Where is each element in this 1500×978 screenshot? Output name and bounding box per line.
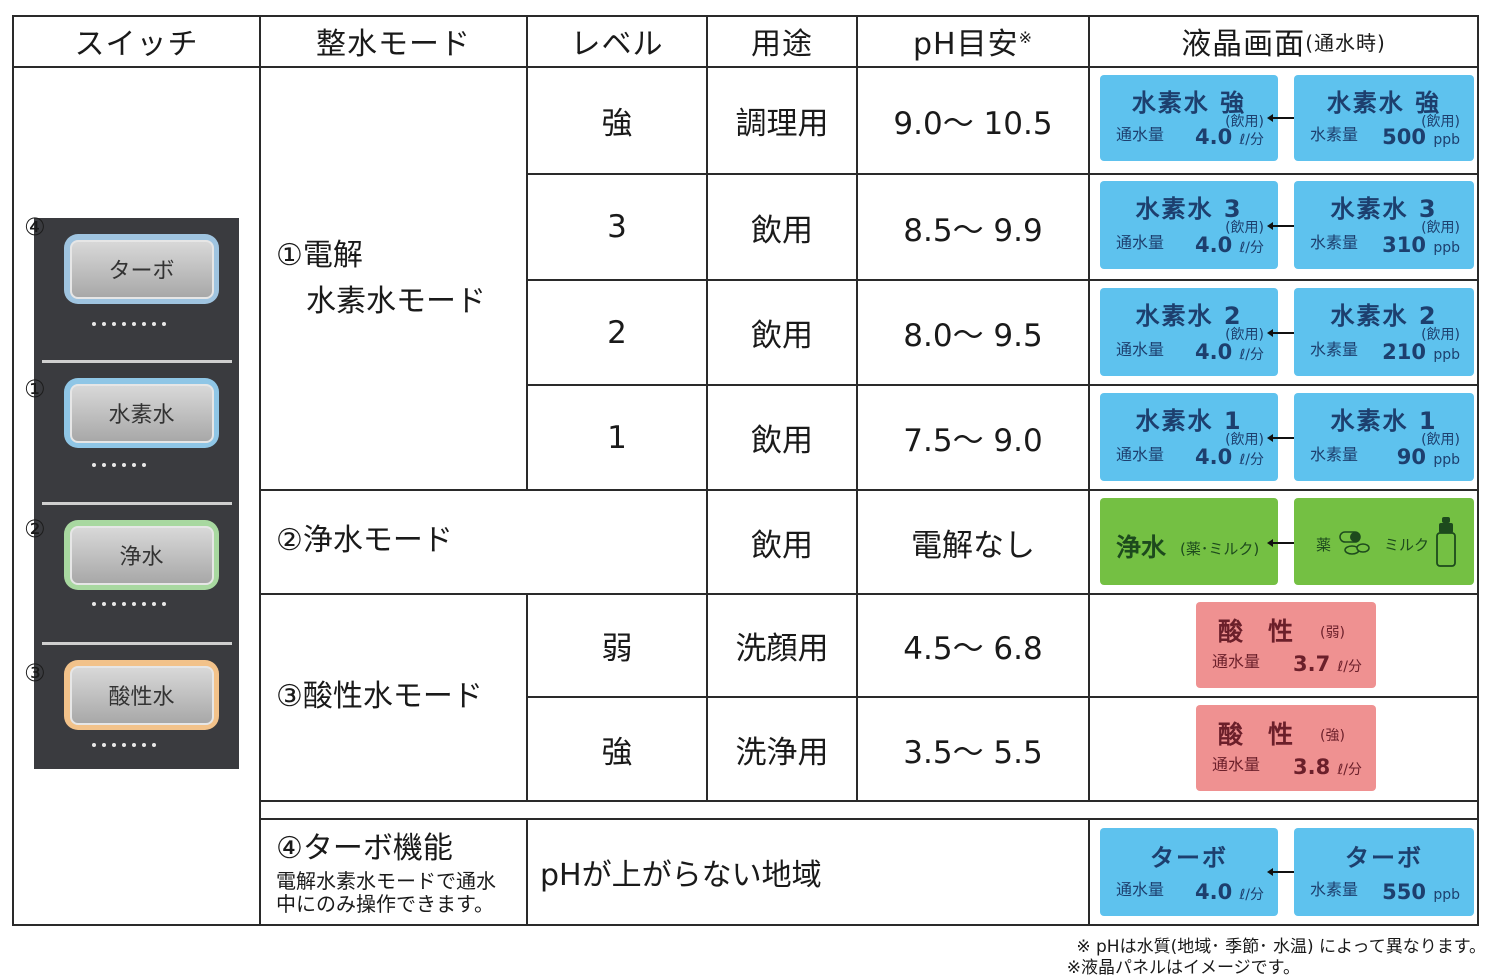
pill-icon xyxy=(1339,531,1370,555)
grid-col-2b xyxy=(526,593,528,802)
mode-hydrogen: ①電解 水素水モード xyxy=(276,233,486,325)
turbo-switch[interactable]: ターボ xyxy=(64,234,219,304)
acidic-water-switch-label: 酸性水 xyxy=(69,665,214,725)
grid-row-5 xyxy=(259,593,1479,595)
mode-purified: ②浄水モード xyxy=(276,523,453,558)
switch-num-acidic: ③ xyxy=(24,659,46,687)
switch-panel: ターボ 水素水 浄水 酸性水 xyxy=(34,218,239,769)
use-cell: 飲用 xyxy=(751,423,813,459)
mode-acidic: ③酸性水モード xyxy=(276,679,483,714)
footnote-lcd: ※液晶パネルはイメージです。 xyxy=(1066,958,1300,978)
braille-acidic xyxy=(92,743,156,761)
level-cell: 弱 xyxy=(601,631,633,667)
use-cell: 飲用 xyxy=(751,318,813,354)
lcd-acidic-strong: 酸 性 (強) 通水量 3.8 ℓ/分 xyxy=(1196,705,1376,791)
header-level: レベル xyxy=(570,27,664,62)
ph-cell: 7.5～ 9.0 xyxy=(903,423,1043,459)
mode-hydrogen-line1: ①電解 xyxy=(276,238,363,273)
grid-col-5a xyxy=(1088,15,1090,802)
lcd-acidic-weak: 酸 性 (弱) 通水量 3.7 ℓ/分 xyxy=(1196,602,1376,688)
header-mode: 整水モード xyxy=(316,27,471,62)
grid-col-3a xyxy=(706,15,708,802)
hydrogen-water-switch-label: 水素水 xyxy=(69,383,214,443)
lcd-purified: 浄水 (薬･ミルク) xyxy=(1100,498,1278,585)
switch-num-turbo: ④ xyxy=(24,213,46,241)
grid-row-6 xyxy=(526,696,1479,698)
header-use: 用途 xyxy=(751,27,813,62)
grid-col-1 xyxy=(259,15,261,926)
grid-col-4a xyxy=(856,15,858,802)
grid-col-2c xyxy=(526,818,528,926)
milk-bottle-icon xyxy=(1436,517,1456,567)
level-cell: 2 xyxy=(607,314,627,351)
use-cell: 調理用 xyxy=(735,106,829,142)
grid-header-bottom xyxy=(12,66,1479,68)
ph-cell: 9.0～ 10.5 xyxy=(893,106,1053,142)
switch-num-hydrogen: ① xyxy=(24,375,46,403)
mode-turbo-note-line2: 中にのみ操作できます。 xyxy=(276,892,494,916)
lcd-hydrogen-strong-ppb: 水素水 強 (飲用) 水素量 500 ppb xyxy=(1294,75,1474,161)
grid-col-6 xyxy=(1477,15,1479,926)
lcd-hydrogen-2-flow: 水素水 2 (飲用) 通水量 4.0 ℓ/分 xyxy=(1100,288,1278,376)
ph-cell: 電解なし xyxy=(911,527,1035,564)
ph-cell: 3.5～ 5.5 xyxy=(903,734,1043,771)
turbo-use: pHが上がらない地域 xyxy=(540,858,822,893)
mode-hydrogen-line2: 水素水モード xyxy=(306,284,486,319)
grid-col-2a xyxy=(526,15,528,490)
level-cell: 3 xyxy=(607,209,627,245)
grid-row-1 xyxy=(526,173,1479,175)
mode-turbo-note-line1: 電解水素水モードで通水 xyxy=(276,869,496,893)
panel-divider xyxy=(42,502,232,505)
lcd-turbo-flow: ターボ 通水量 4.0 ℓ/分 xyxy=(1100,828,1278,916)
lcd-hydrogen-3-ppb: 水素水 3 (飲用) 水素量 310 ppb xyxy=(1294,181,1474,269)
acidic-water-switch[interactable]: 酸性水 xyxy=(64,660,219,730)
grid-row-4 xyxy=(259,489,1479,491)
lcd-hydrogen-3-flow: 水素水 3 (飲用) 通水量 4.0 ℓ/分 xyxy=(1100,181,1278,269)
purified-water-switch[interactable]: 浄水 xyxy=(64,520,219,590)
lcd-turbo-ppb: ターボ 水素量 550 ppb xyxy=(1294,828,1474,916)
grid-row-2 xyxy=(526,279,1479,281)
lcd-hydrogen-2-ppb: 水素水 2 (飲用) 水素量 210 ppb xyxy=(1294,288,1474,376)
switch-num-purified: ② xyxy=(24,515,46,543)
braille-purified xyxy=(92,602,166,620)
grid-top xyxy=(12,15,1479,17)
header-lcd: 液晶画面(通水時) xyxy=(1181,27,1386,62)
hydrogen-water-switch[interactable]: 水素水 xyxy=(64,378,219,448)
grid-bottom xyxy=(12,924,1479,926)
mode-turbo-title: ④ターボ機能 xyxy=(276,831,453,866)
lcd-hydrogen-1-flow: 水素水 1 (飲用) 通水量 4.0 ℓ/分 xyxy=(1100,393,1278,481)
ph-cell: 8.5～ 9.9 xyxy=(903,212,1043,249)
grid-row-7 xyxy=(259,800,1479,802)
header-switch: スイッチ xyxy=(74,27,199,62)
level-cell: 強 xyxy=(601,106,633,142)
grid-col-5b xyxy=(1088,818,1090,926)
use-cell: 洗顔用 xyxy=(735,631,829,667)
level-cell: 強 xyxy=(601,734,633,771)
lcd-hydrogen-strong-flow: 水素水 強 (飲用) 通水量 4.0 ℓ/分 xyxy=(1100,75,1278,161)
ph-cell: 4.5～ 6.8 xyxy=(903,631,1043,667)
use-cell: 飲用 xyxy=(751,212,813,249)
purified-water-switch-label: 浄水 xyxy=(69,525,214,585)
braille-hydrogen xyxy=(92,463,146,481)
level-cell: 1 xyxy=(607,419,627,456)
panel-divider xyxy=(42,642,232,645)
lcd-hydrogen-1-ppb: 水素水 1 (飲用) 水素量 90 ppb xyxy=(1294,393,1474,481)
use-cell: 洗浄用 xyxy=(735,734,829,771)
mode-turbo-note: 電解水素水モードで通水 中にのみ操作できます。 xyxy=(276,870,496,916)
grid-row-8 xyxy=(259,818,1479,820)
footnote-ph: ※ pHは水質(地域･ 季節･ 水温) によって異なります。 xyxy=(1076,937,1486,957)
grid-row-3 xyxy=(526,384,1479,386)
header-ph: pH目安※ xyxy=(912,27,1033,62)
grid-col-0 xyxy=(12,15,14,926)
ph-cell: 8.0～ 9.5 xyxy=(903,318,1043,354)
turbo-switch-label: ターボ xyxy=(69,239,214,299)
braille-turbo xyxy=(92,322,166,340)
panel-divider xyxy=(42,360,232,363)
lcd-medicine-milk: 薬 ミルク xyxy=(1294,498,1474,585)
use-cell: 飲用 xyxy=(751,527,813,564)
